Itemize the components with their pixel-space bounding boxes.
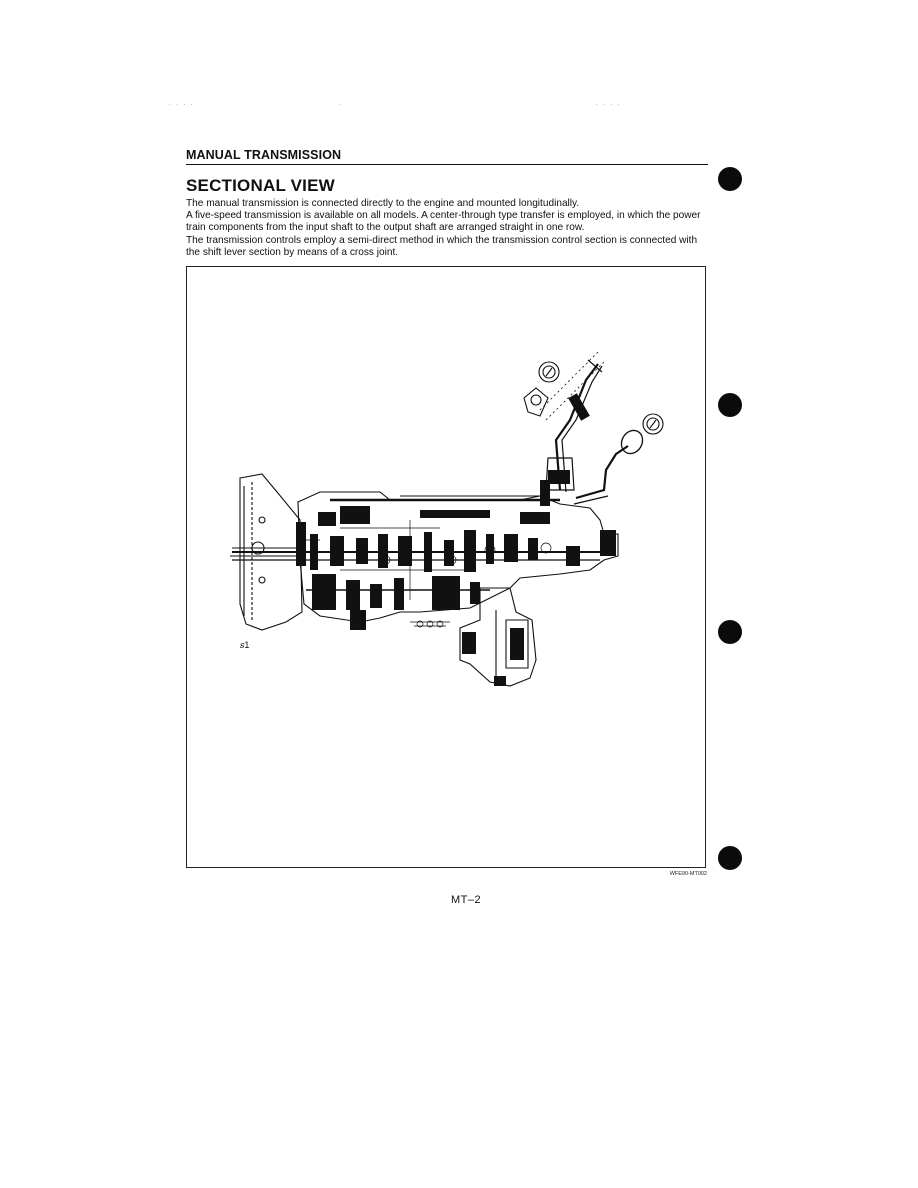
header-rule <box>186 164 708 165</box>
section-title: SECTIONAL VIEW <box>186 176 335 195</box>
intro-paragraph-2: A five-speed transmission is available o… <box>186 210 701 234</box>
page-number: MT–2 <box>450 894 482 906</box>
callout-symbol-2 <box>642 413 664 435</box>
detent-plug <box>523 387 549 417</box>
callout-symbol-1 <box>538 361 560 383</box>
bell-housing <box>239 473 303 631</box>
main-case <box>297 491 619 623</box>
punch-hole <box>718 167 742 191</box>
punch-hole <box>718 393 742 417</box>
intro-paragraph-1: The manual transmission is connected dir… <box>186 198 580 209</box>
figure-code: WFE90-MT002 <box>669 871 707 877</box>
punch-hole <box>718 620 742 644</box>
transfer-housing <box>459 587 537 687</box>
scan-speck: . . . . <box>595 100 621 107</box>
svg-text:𝑠1: 𝑠1 <box>240 640 249 650</box>
intro-text: The manual transmission is connected dir… <box>186 198 708 259</box>
intro-paragraph-3: The transmission controls employ a semi-… <box>186 234 698 258</box>
scan-speck: . . . . <box>168 100 194 107</box>
punch-hole <box>718 846 742 870</box>
shift-lever <box>554 363 599 491</box>
scan-speck: . <box>338 100 342 107</box>
transfer-shift-lever <box>575 445 629 500</box>
shift-knob <box>620 429 644 455</box>
figure-frame <box>186 266 706 868</box>
running-header: MANUAL TRANSMISSION <box>186 148 342 162</box>
